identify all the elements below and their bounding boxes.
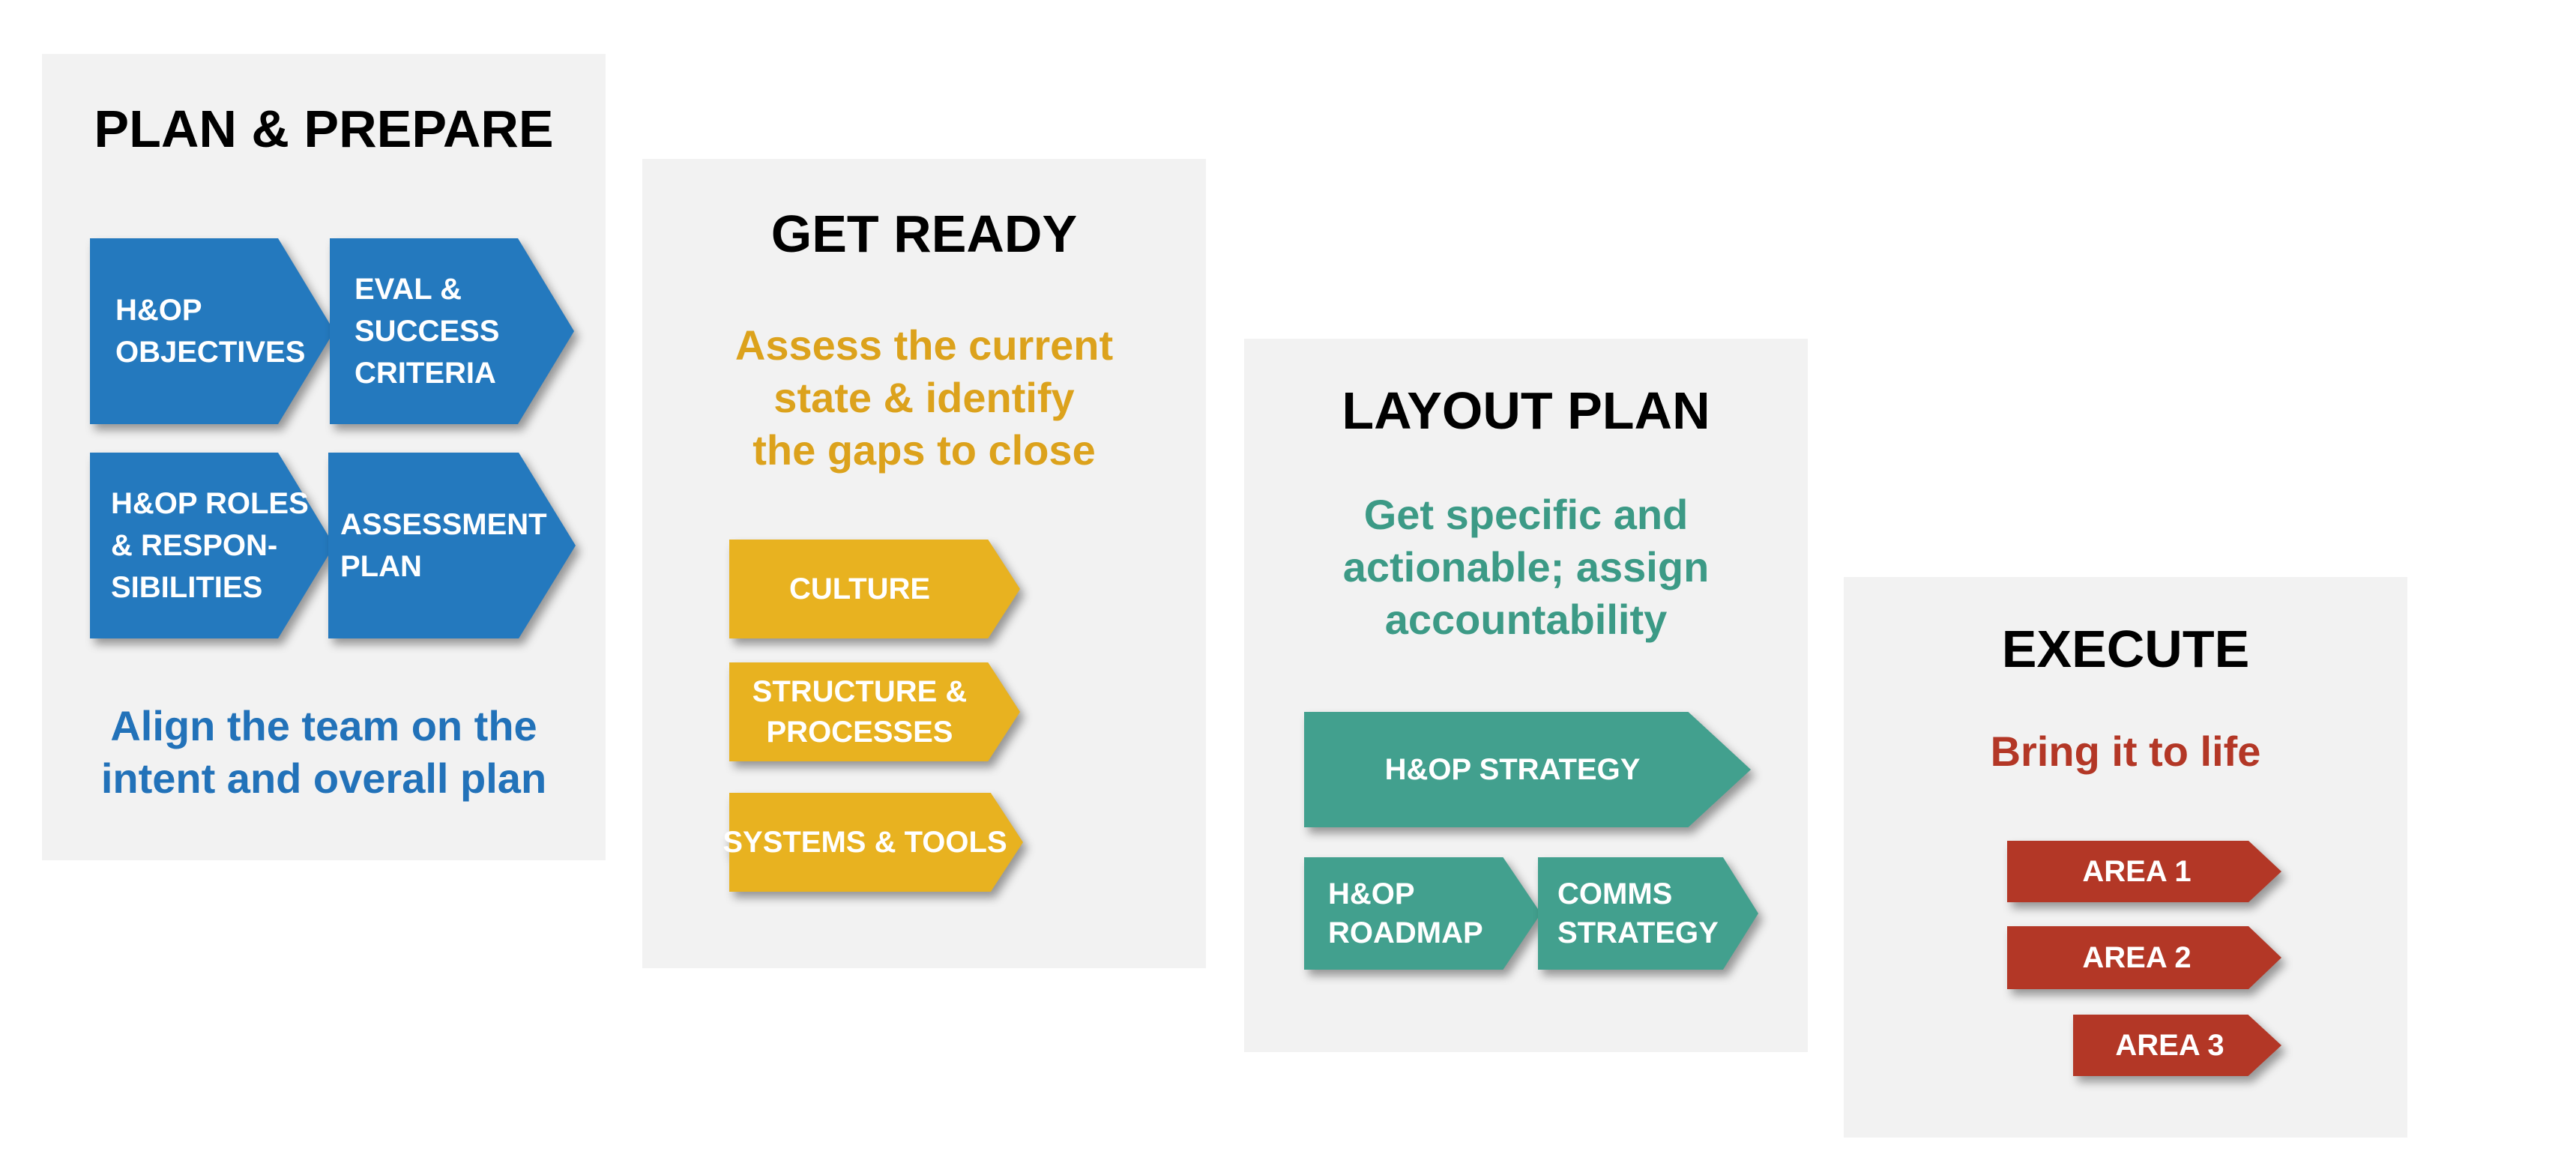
area-3-label: AREA 3 (2115, 1029, 2224, 1062)
comms-strategy-chevron: COMMS STRATEGY (1538, 857, 1758, 970)
area-2-chevron-shape (2007, 926, 2281, 989)
culture-label: CULTURE (788, 573, 931, 605)
plan-prepare-panel: PLAN & PREPARE H&OP OBJECTIVES EVAL & SU… (42, 54, 606, 860)
get-ready-caption: Assess the current state & identify the … (735, 321, 1114, 474)
objectives-chevron-shape (90, 238, 334, 424)
objectives-label: H&OP OBJECTIVES (115, 294, 306, 369)
systems-tools-label: SYSTEMS & TOOLS (723, 826, 1007, 859)
layout-plan-caption: Get specific and actionable; assign acco… (1342, 491, 1710, 643)
area-1-chevron-shape (2007, 841, 2281, 902)
hop-roadmap-chevron-shape (1304, 857, 1541, 970)
plan-prepare-title: PLAN & PREPARE (94, 100, 554, 158)
area-3-chevron: AREA 3 (2073, 1015, 2281, 1076)
area-2-label: AREA 2 (2082, 941, 2192, 974)
comms-strategy-chevron-shape (1538, 857, 1758, 970)
roles-chevron: H&OP ROLES & RESPON- SIBILITIES (90, 453, 334, 638)
objectives-chevron: H&OP OBJECTIVES (90, 238, 334, 424)
execute-panel: EXECUTE Bring it to life AREA 1 AREA 2 A… (1844, 577, 2407, 1138)
layout-plan-title: LAYOUT PLAN (1342, 381, 1710, 440)
hop-roadmap-chevron: H&OP ROADMAP (1304, 857, 1541, 970)
assessment-plan-chevron-shape (328, 453, 576, 638)
layout-plan-panel: LAYOUT PLAN Get specific and actionable;… (1244, 339, 1808, 1052)
assessment-plan-label: ASSESSMENT PLAN (340, 508, 547, 583)
roles-label: H&OP ROLES & RESPON- SIBILITIES (111, 487, 309, 604)
roles-chevron-shape (90, 453, 334, 638)
get-ready-title: GET READY (770, 205, 1078, 263)
assessment-plan-chevron: ASSESSMENT PLAN (328, 453, 576, 638)
hop-strategy-chevron-shape (1304, 712, 1751, 827)
systems-tools-chevron: SYSTEMS & TOOLS (723, 793, 1023, 892)
eval-success-chevron-shape (330, 238, 574, 424)
hop-strategy-chevron: H&OP STRATEGY (1304, 712, 1751, 827)
get-ready-panel: GET READY Assess the current state & ide… (642, 159, 1206, 968)
structure-processes-label: STRUCTURE & PROCESSES (752, 675, 968, 749)
hop-roadmap-label: H&OP ROADMAP (1328, 877, 1483, 949)
hop-strategy-label: H&OP STRATEGY (1384, 753, 1641, 786)
structure-processes-chevron-shape (729, 662, 1020, 761)
area-1-chevron: AREA 1 (2007, 841, 2281, 902)
culture-chevron: CULTURE (729, 540, 1020, 638)
plan-prepare-caption: Align the team on the intent and overall… (100, 702, 547, 802)
comms-strategy-label: COMMS STRATEGY (1557, 877, 1719, 949)
eval-success-label: EVAL & SUCCESS CRITERIA (355, 273, 500, 390)
structure-processes-chevron: STRUCTURE & PROCESSES (729, 662, 1020, 761)
area-3-chevron-shape (2073, 1015, 2281, 1076)
eval-success-chevron: EVAL & SUCCESS CRITERIA (330, 238, 574, 424)
execute-title: EXECUTE (2001, 620, 2250, 678)
execute-caption: Bring it to life (1990, 728, 2261, 775)
area-2-chevron: AREA 2 (2007, 926, 2281, 989)
culture-chevron-shape (729, 540, 1020, 638)
systems-tools-chevron-shape (729, 793, 1023, 892)
area-1-label: AREA 1 (2082, 855, 2192, 888)
